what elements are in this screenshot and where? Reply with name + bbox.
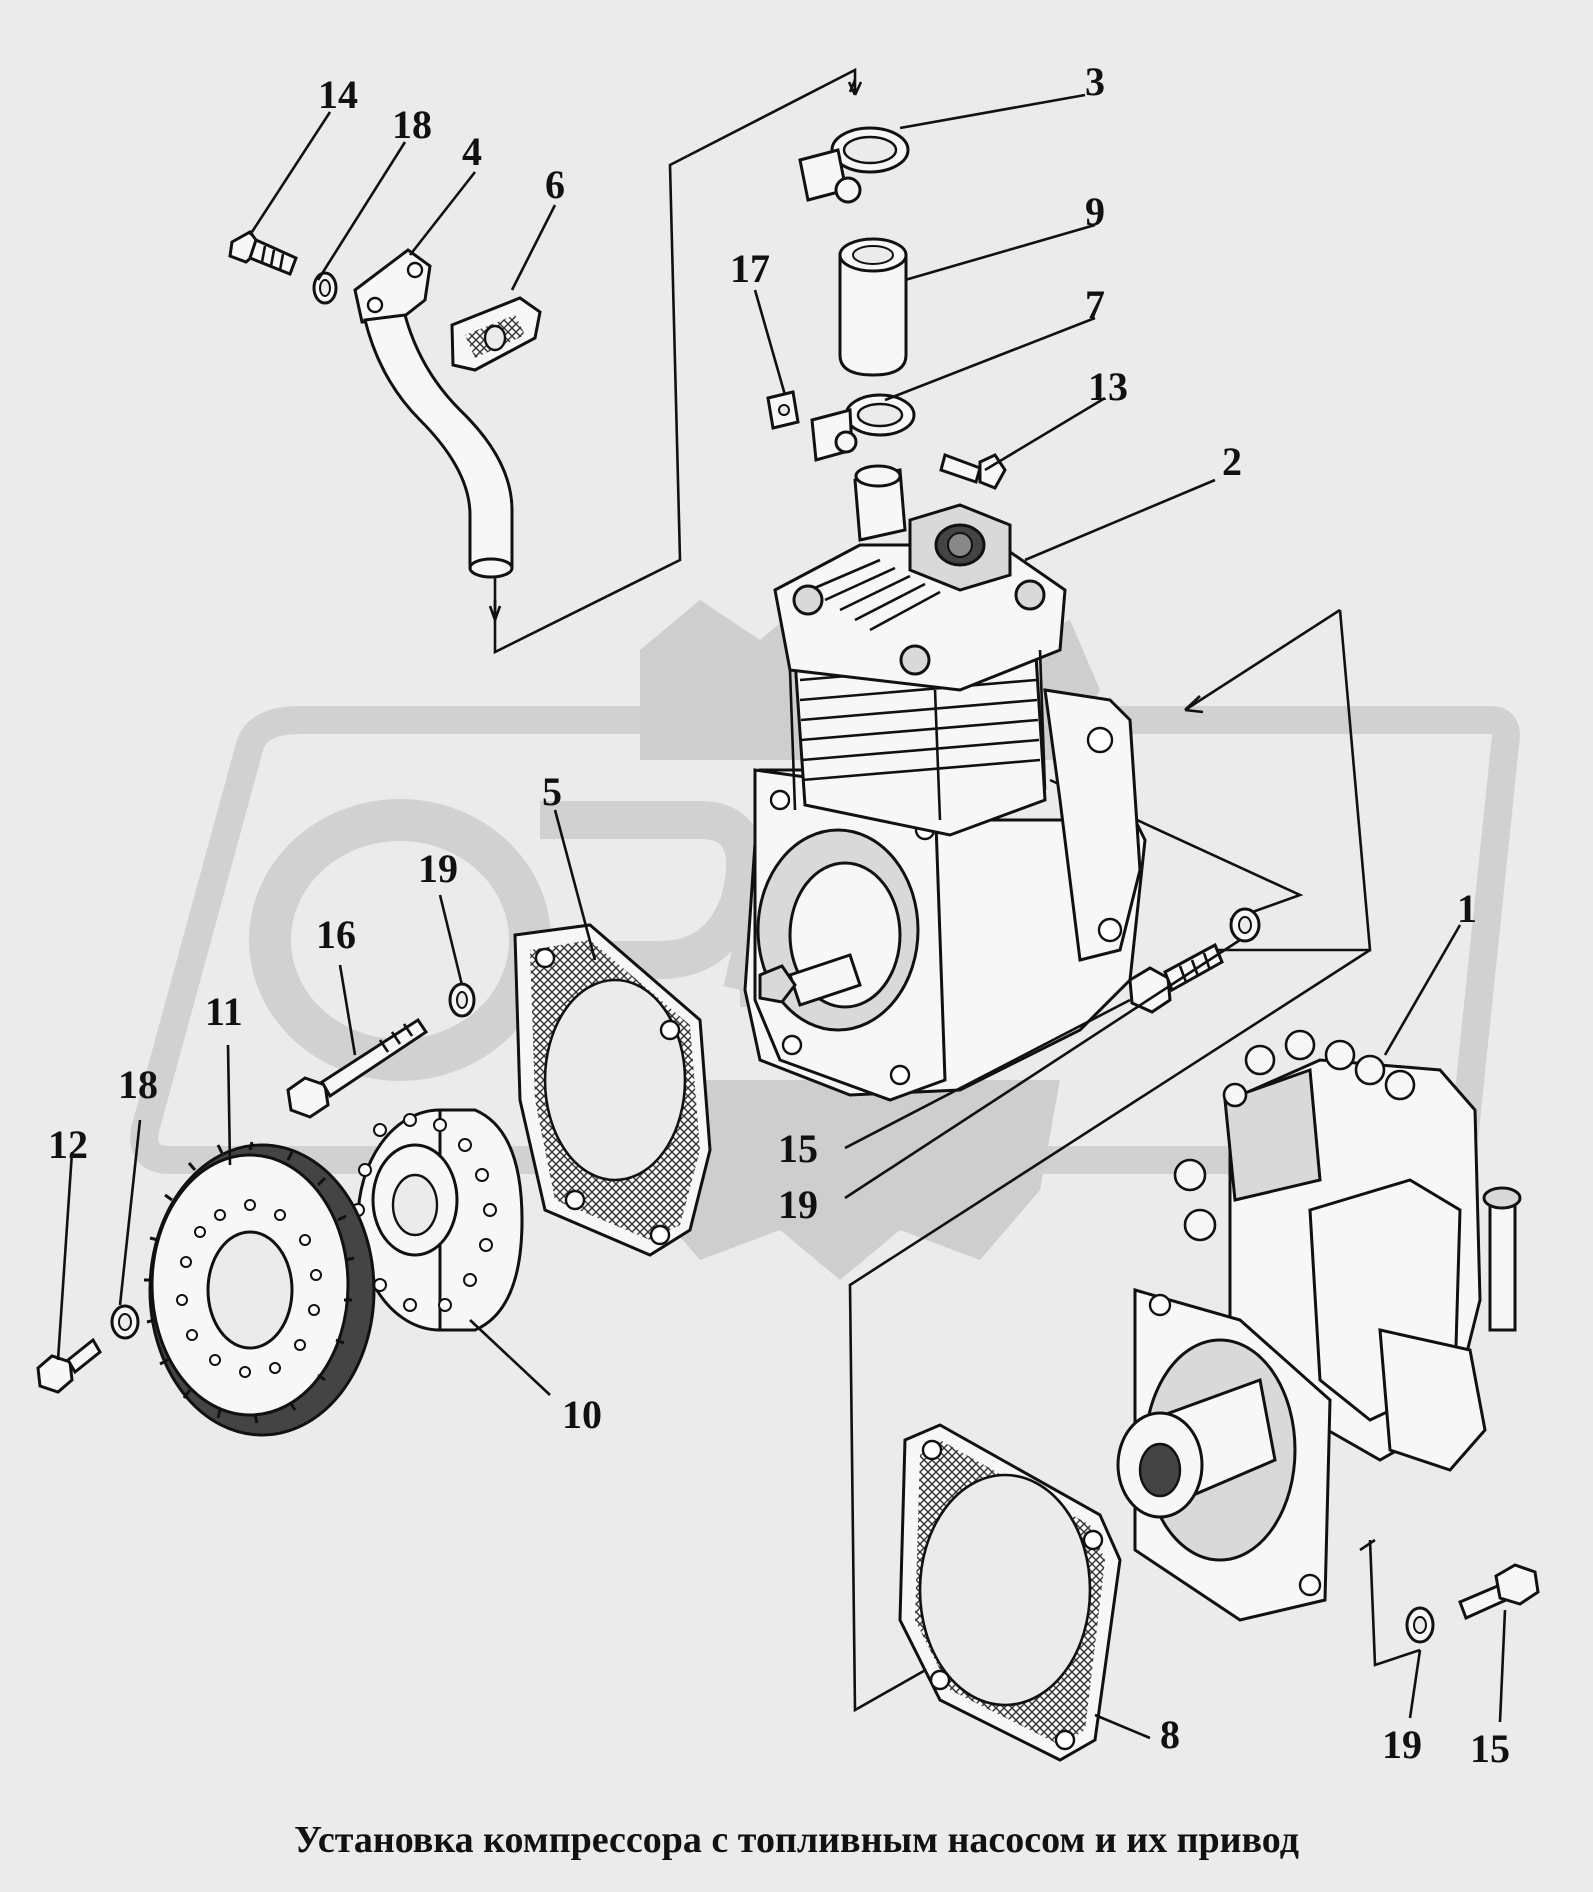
callout-9: 9 [1085,189,1105,234]
compressor-2 [743,464,1147,1102]
callout-6: 6 [545,162,565,207]
fuel-pump-1 [1116,1029,1522,1622]
callout-3: 3 [1085,59,1105,104]
sleeve-9 [838,237,908,377]
callout-18-top: 18 [392,102,432,147]
callout-18-left: 18 [118,1062,158,1107]
callout-12: 12 [48,1122,88,1167]
callout-19-bottom: 19 [1382,1722,1422,1767]
washer-18-top [312,271,338,305]
callout-14: 14 [318,72,358,117]
bolt-13 [939,453,1007,490]
figure-caption: Установка компрессора с топливным насосо… [294,1819,1299,1861]
hub-10 [351,1108,524,1332]
callout-19-left: 19 [418,846,458,891]
gear-11 [144,1141,376,1437]
callout-1: 1 [1457,886,1477,931]
callout-5: 5 [542,769,562,814]
callout-13: 13 [1088,364,1128,409]
gasket-6 [450,296,542,372]
callout-16: 16 [316,912,356,957]
callout-17: 17 [730,246,770,291]
bolt-15-lower [1458,1563,1540,1621]
callout-2: 2 [1222,439,1242,484]
callout-4: 4 [462,129,482,174]
washer-18-left [110,1304,140,1340]
callout-19-mid: 19 [778,1182,818,1227]
callout-15-upper: 15 [778,1126,818,1171]
washer-19-bottom [1405,1606,1435,1644]
oil-pipe-4 [353,248,514,579]
square-nut-17 [766,390,800,430]
gasket-5 [513,923,712,1257]
callout-7: 7 [1085,282,1105,327]
bolt-12 [36,1337,102,1394]
gasket-8 [898,1423,1122,1762]
callout-10: 10 [562,1392,602,1437]
callout-15-lower: 15 [1470,1726,1510,1771]
bolt-16 [286,1017,429,1119]
washer-19-upper [1229,907,1261,943]
bolt-14 [228,230,298,276]
callout-11: 11 [205,989,243,1034]
callout-8: 8 [1160,1712,1180,1757]
callout-labels: 1 2 3 4 5 6 7 8 9 10 11 12 13 14 15 15 1… [48,59,1510,1771]
washer-19-left [448,982,476,1018]
hose-clamp-3 [798,126,910,204]
callout-leaders [56,93,1507,1740]
hose-clamp-7 [810,393,916,462]
